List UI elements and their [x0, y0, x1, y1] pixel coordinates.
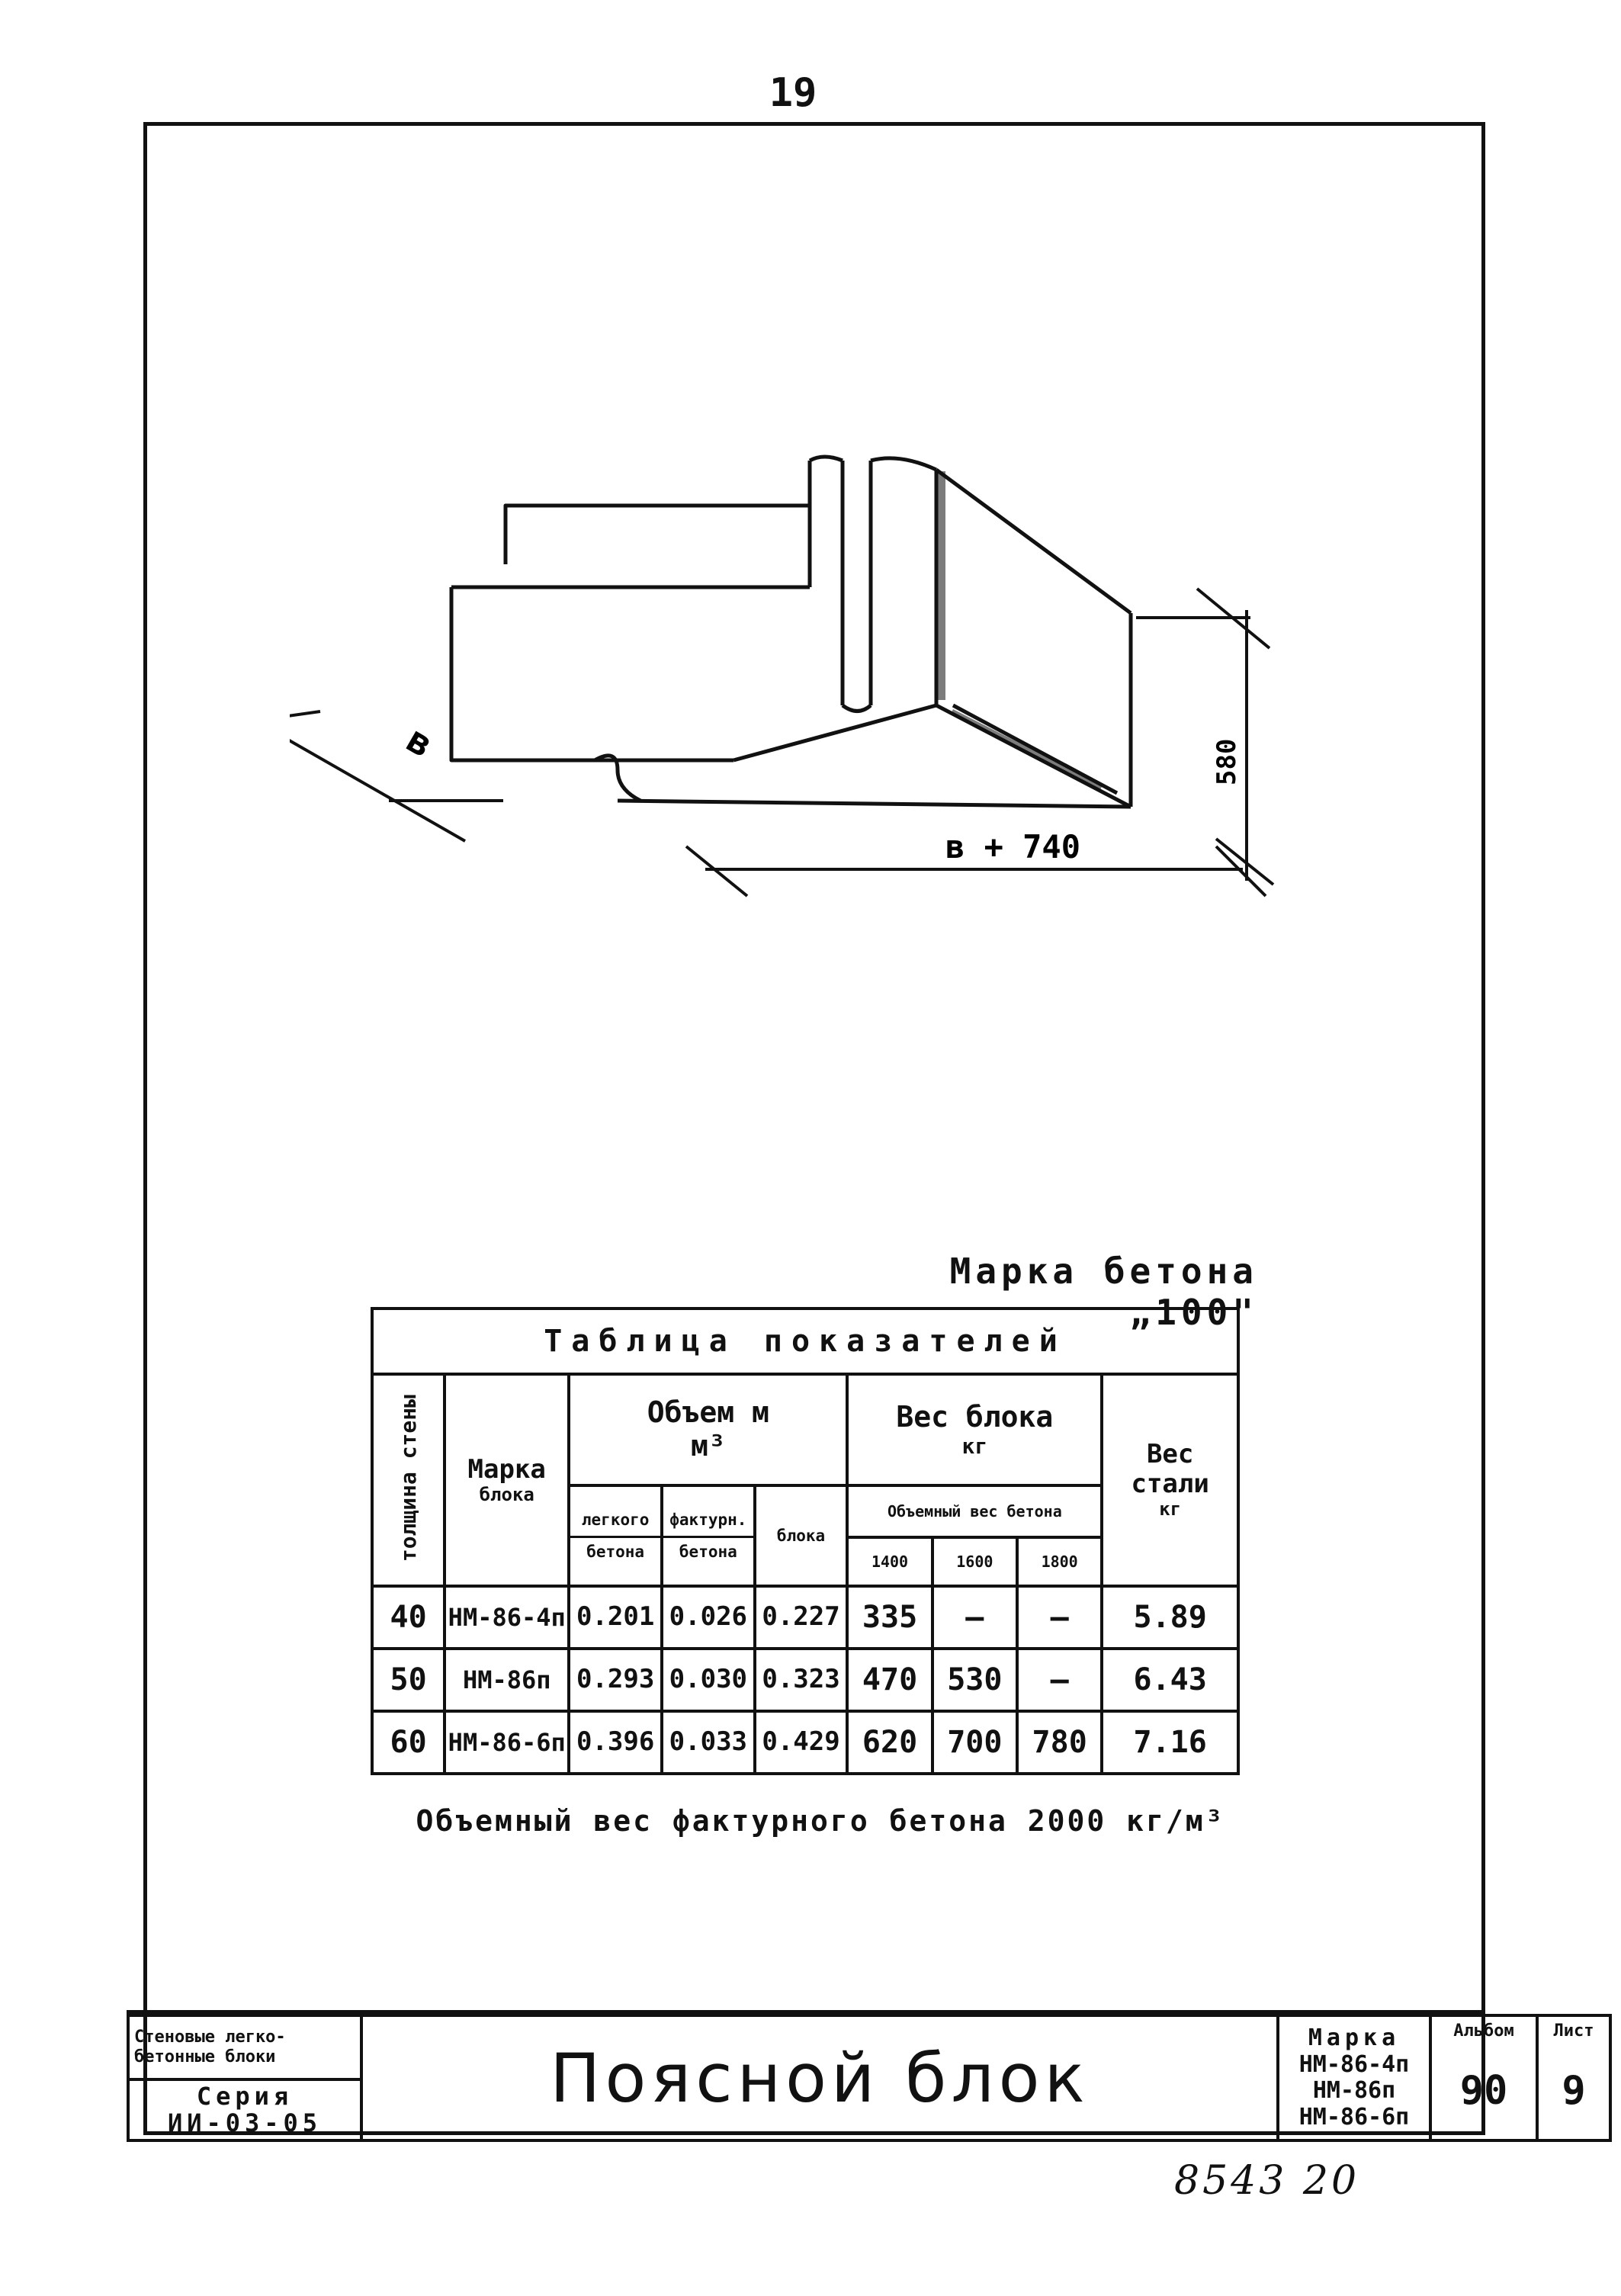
block-front-outline — [449, 587, 595, 763]
drawing-title: Поясной блок — [360, 2014, 1279, 2142]
block-facing-layer — [952, 703, 1119, 795]
dim-length-tick1 — [685, 845, 749, 898]
dim-length-tick2 — [1215, 845, 1267, 898]
cell-weight-1800: 780 — [1015, 1710, 1104, 1775]
table-title: Таблица показателей — [371, 1307, 1240, 1376]
cell-vol-block: 0.227 — [753, 1585, 849, 1650]
cell-thickness: 60 — [370, 1710, 447, 1775]
page-number: 19 — [769, 70, 817, 116]
block-ledge-outline — [503, 461, 812, 564]
cell-vol-facing: 0.030 — [660, 1647, 756, 1713]
block-front-right — [733, 703, 937, 763]
series-description: Стеновые легко- бетонные блоки — [127, 2014, 363, 2081]
cell-vol-light: 0.293 — [567, 1647, 663, 1713]
block-bottom-edge — [617, 798, 1131, 809]
dim-length-label: в + 740 — [945, 828, 1080, 865]
block-top-edge — [935, 467, 1132, 615]
header-density-1800: 1800 — [1015, 1536, 1104, 1588]
title-block: Стеновые легко- бетонные блоки Серия ИИ-… — [127, 2010, 1612, 2142]
groove-top — [808, 454, 938, 472]
cell-weight-1400: 335 — [846, 1585, 934, 1650]
cell-vol-facing: 0.033 — [660, 1710, 756, 1775]
cell-thickness: 50 — [370, 1647, 447, 1713]
inventory-number: 8543 20 — [1174, 2158, 1360, 2204]
cell-steel: 7.16 — [1100, 1710, 1240, 1775]
album-number: Альбом 90 — [1429, 2014, 1539, 2142]
dim-height-tick2 — [1215, 837, 1275, 886]
block-drawing: в в + 740 580 — [290, 454, 1275, 898]
cell-vol-block: 0.429 — [753, 1710, 849, 1775]
groove-bottom — [841, 703, 872, 713]
sheet-number: Лист 9 — [1536, 2014, 1612, 2142]
table-row: 40 НМ-86-4п 0.201 0.026 0.227 335 — — 5.… — [370, 1585, 1240, 1650]
table-note: Объемный вес фактурного бетона 2000 кг/м… — [416, 1804, 1225, 1838]
cell-weight-1600: 700 — [930, 1710, 1019, 1775]
cell-steel: 6.43 — [1100, 1647, 1240, 1713]
block-notch — [593, 753, 642, 803]
dim-width-ext1 — [290, 710, 321, 718]
cell-weight-1400: 470 — [846, 1647, 934, 1713]
cell-weight-1800: — — [1015, 1647, 1104, 1713]
cell-vol-light: 0.201 — [567, 1585, 663, 1650]
cell-vol-light: 0.396 — [567, 1710, 663, 1775]
cell-mark: НМ-86-6п — [443, 1710, 571, 1775]
dim-width-line — [290, 739, 466, 843]
header-density-1400: 1400 — [846, 1536, 934, 1588]
header-thickness: толщина стены — [370, 1373, 447, 1588]
header-density: Объемный вес бетона — [846, 1484, 1104, 1539]
dim-height-label: 580 — [1212, 739, 1242, 785]
cell-mark: НМ-86-4п — [443, 1585, 571, 1650]
cell-vol-block: 0.323 — [753, 1647, 849, 1713]
table-row: 50 НМ-86п 0.293 0.030 0.323 470 530 — 6.… — [370, 1647, 1240, 1713]
cell-steel: 5.89 — [1100, 1585, 1240, 1650]
header-vol-facing: фактурн.бетона — [660, 1484, 756, 1588]
cell-weight-1800: — — [1015, 1585, 1104, 1650]
dim-width-label: в — [400, 718, 440, 766]
sheet-frame — [143, 122, 1485, 2135]
cell-thickness: 40 — [370, 1585, 447, 1650]
cell-weight-1600: — — [930, 1585, 1019, 1650]
cell-vol-facing: 0.026 — [660, 1585, 756, 1650]
cell-weight-1600: 530 — [930, 1647, 1019, 1713]
block-marks: Марка НМ-86-4п НМ-86п НМ-86-6п — [1276, 2014, 1432, 2142]
header-vol-block: блока — [753, 1484, 849, 1588]
header-density-1600: 1600 — [930, 1536, 1019, 1588]
cell-mark: НМ-86п — [443, 1647, 571, 1713]
cell-weight-1400: 620 — [846, 1710, 934, 1775]
table-row: 60 НМ-86-6п 0.396 0.033 0.429 620 700 78… — [370, 1710, 1240, 1775]
series-code: Серия ИИ-03-05 — [127, 2078, 363, 2142]
facing-hatch — [938, 471, 1103, 792]
